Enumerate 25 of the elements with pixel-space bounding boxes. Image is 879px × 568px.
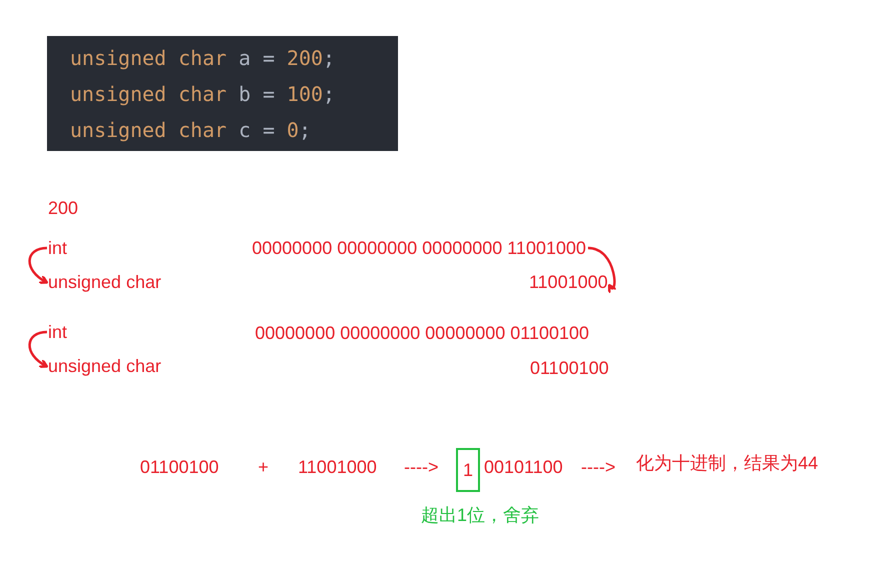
text-arrow: ----> [404,456,438,478]
code-line: unsigned char b = 100; [70,82,335,106]
code-block [47,36,398,151]
value-label: 200 [48,197,78,219]
binary-value: 01100100 [530,357,609,379]
code-line: unsigned char a = 200; [70,46,335,70]
binary-value: 11001000 [298,456,377,478]
binary-value: 00000000 00000000 00000000 11001000 [252,237,586,259]
binary-value: 11001000 [529,271,608,293]
text-arrow: ----> [581,456,616,478]
note-text: 超出1位，舍弃 [421,504,540,526]
type-label: unsigned char [48,355,162,377]
type-label: int [48,321,68,343]
code-line: unsigned char c = 0; [70,118,311,142]
curved-arrow [28,246,48,284]
curved-arrow [28,330,48,368]
plus-sign: + [258,456,269,478]
type-label: int [48,237,68,259]
curved-arrow [588,246,618,294]
binary-value: 00000000 00000000 00000000 01100100 [255,322,590,344]
highlight-box: 1 [456,448,480,492]
type-label: unsigned char [48,271,162,293]
binary-value: 01100100 [140,456,219,478]
result-text: 化为十进制，结果为44 [636,452,818,474]
binary-value: 00101100 [484,456,563,478]
